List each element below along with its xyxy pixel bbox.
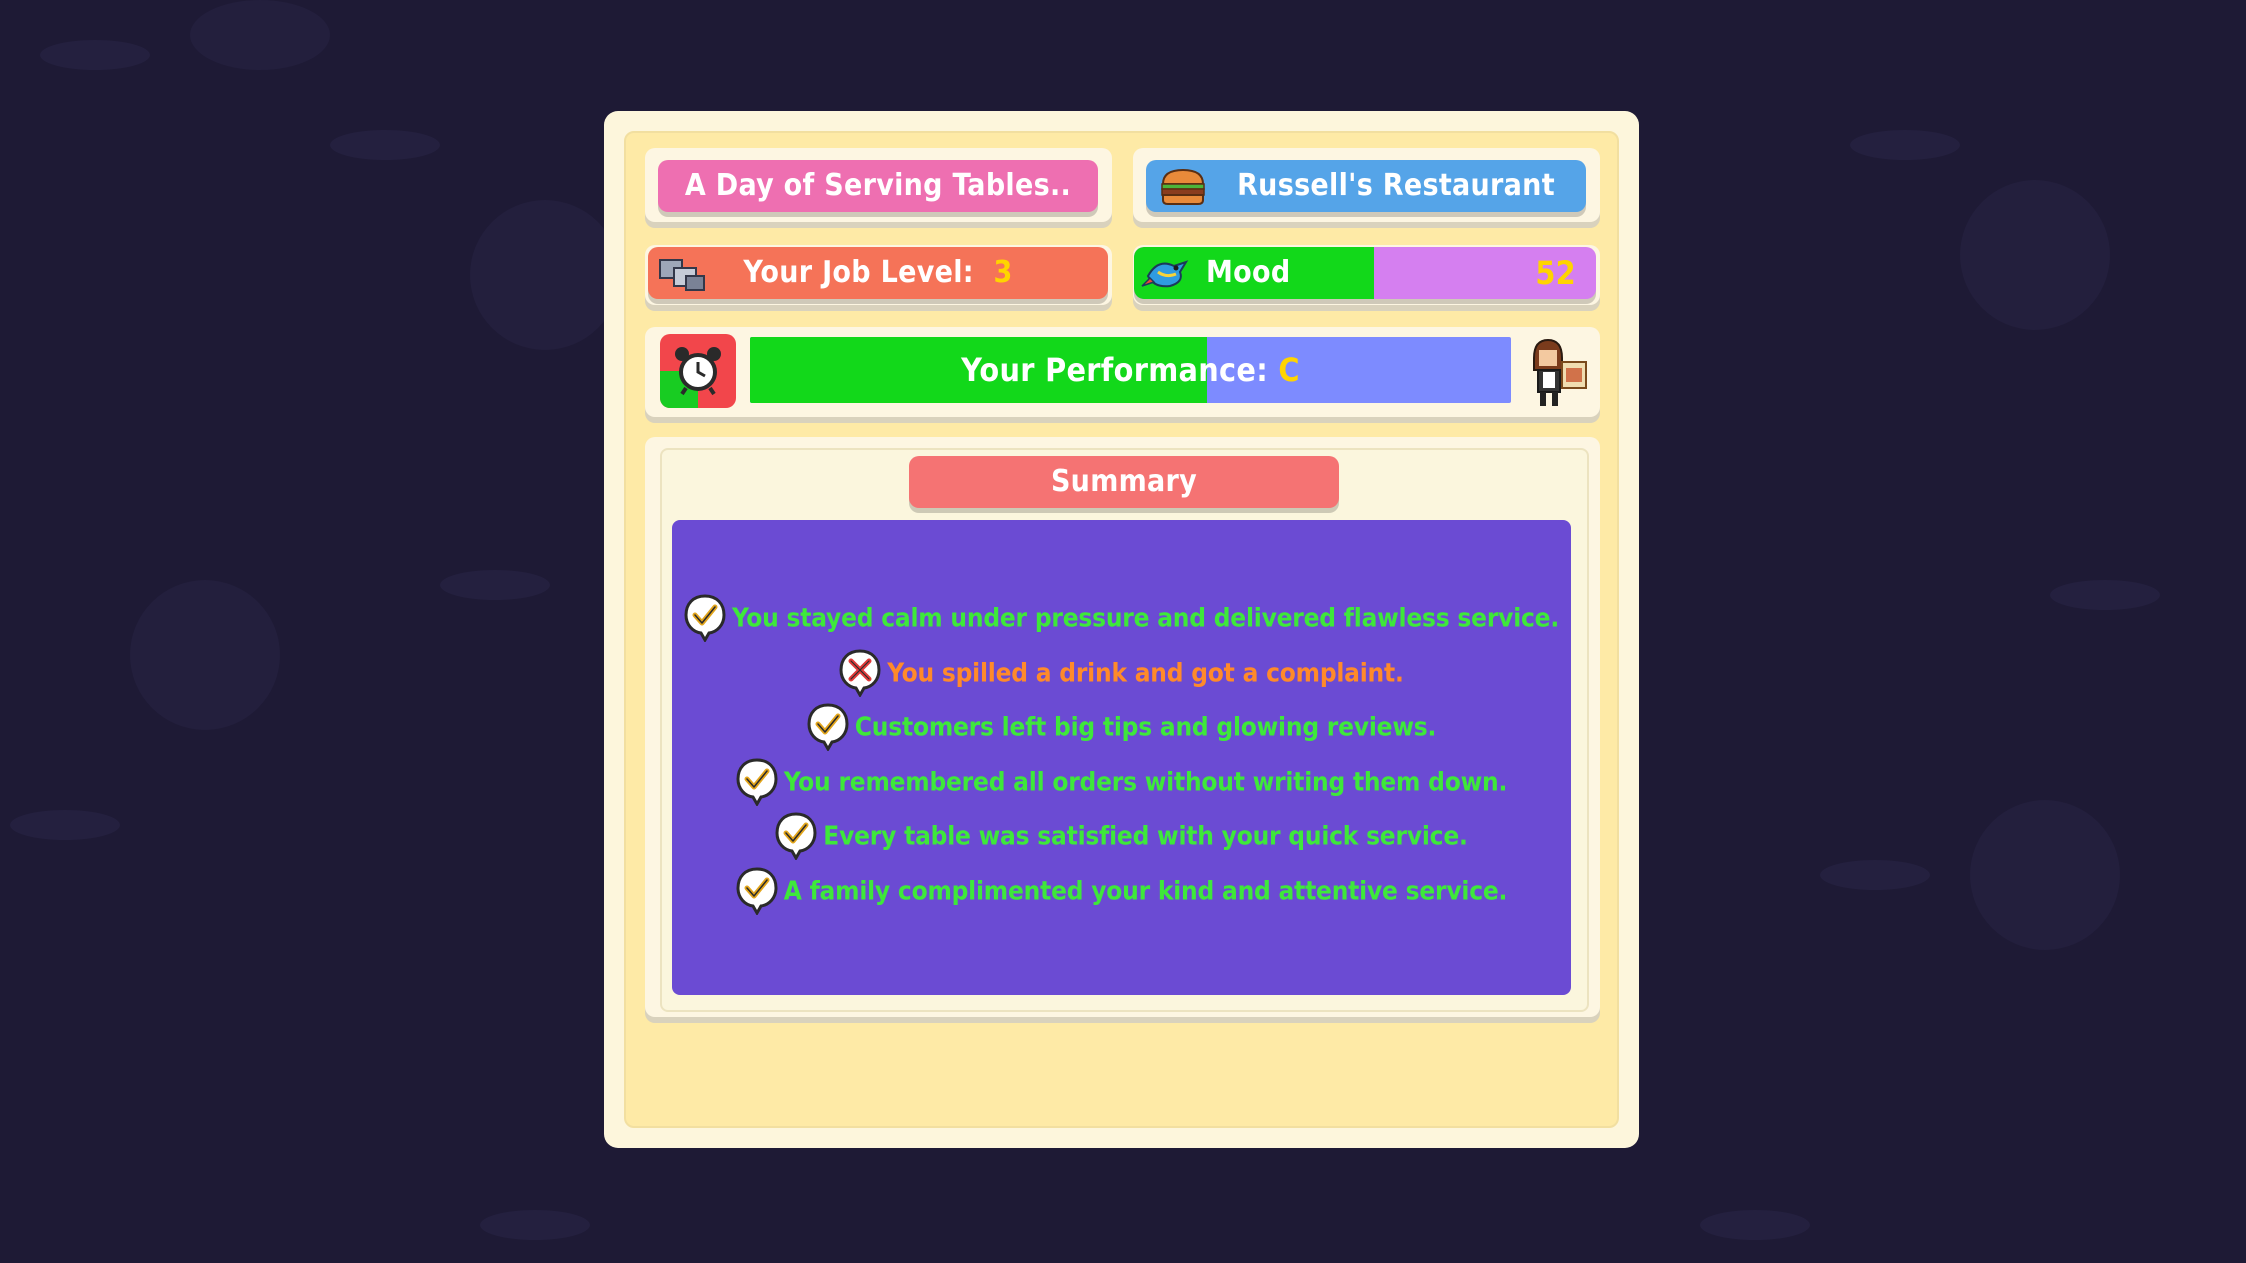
day-title: A Day of Serving Tables.. <box>658 160 1098 212</box>
computer-icon <box>656 254 708 294</box>
mood-value: 52 <box>1535 254 1576 292</box>
job-level-value: 3 <box>993 255 1013 290</box>
job-level-bar: Your Job Level: 3 <box>648 247 1108 299</box>
summary-title-text: Summary <box>1050 464 1198 499</box>
checkmark-icon <box>684 594 726 644</box>
summary-item: You stayed calm under pressure and deliv… <box>672 594 1571 644</box>
summary-item: Every table was satisfied with your quic… <box>672 812 1571 862</box>
mood-label: Mood <box>1206 255 1291 290</box>
alarm-clock-icon <box>660 334 736 408</box>
checkmark-icon <box>807 703 849 753</box>
performance-fill <box>750 337 1207 403</box>
burger-icon <box>1158 166 1208 208</box>
bird-icon <box>1140 252 1194 294</box>
checkmark-icon <box>736 757 778 807</box>
summary-item-text: You stayed calm under pressure and deliv… <box>731 603 1560 634</box>
summary-item-text: You remembered all orders without writin… <box>783 767 1508 797</box>
day-title-text: A Day of Serving Tables.. <box>684 168 1072 203</box>
summary-item-text: You spilled a drink and got a complaint. <box>887 658 1404 688</box>
mood-bar: Mood 52 <box>1134 247 1596 299</box>
cross-icon <box>839 648 881 698</box>
summary-item: Customers left big tips and glowing revi… <box>672 703 1571 753</box>
performance-bar: Your Performance: C <box>750 337 1511 403</box>
summary-list: You stayed calm under pressure and deliv… <box>672 520 1571 995</box>
summary-item: You remembered all orders without writin… <box>672 757 1571 807</box>
checkmark-icon <box>775 812 817 862</box>
job-level-label: Your Job Level: <box>743 255 974 290</box>
restaurant-banner: Russell's Restaurant <box>1146 160 1586 212</box>
waitress-avatar-icon <box>1524 336 1590 410</box>
checkmark-icon <box>736 866 778 916</box>
summary-item-text: A family complimented your kind and atte… <box>783 876 1508 906</box>
summary-item: You spilled a drink and got a complaint. <box>672 648 1571 698</box>
summary-item: A family complimented your kind and atte… <box>672 866 1571 916</box>
restaurant-name: Russell's Restaurant <box>1237 168 1555 203</box>
performance-grade: C <box>1278 351 1300 389</box>
summary-title: Summary <box>909 456 1339 508</box>
summary-item-text: Every table was satisfied with your quic… <box>823 821 1468 852</box>
summary-item-text: Customers left big tips and glowing revi… <box>854 712 1437 743</box>
performance-label: Your Performance: <box>961 351 1269 389</box>
